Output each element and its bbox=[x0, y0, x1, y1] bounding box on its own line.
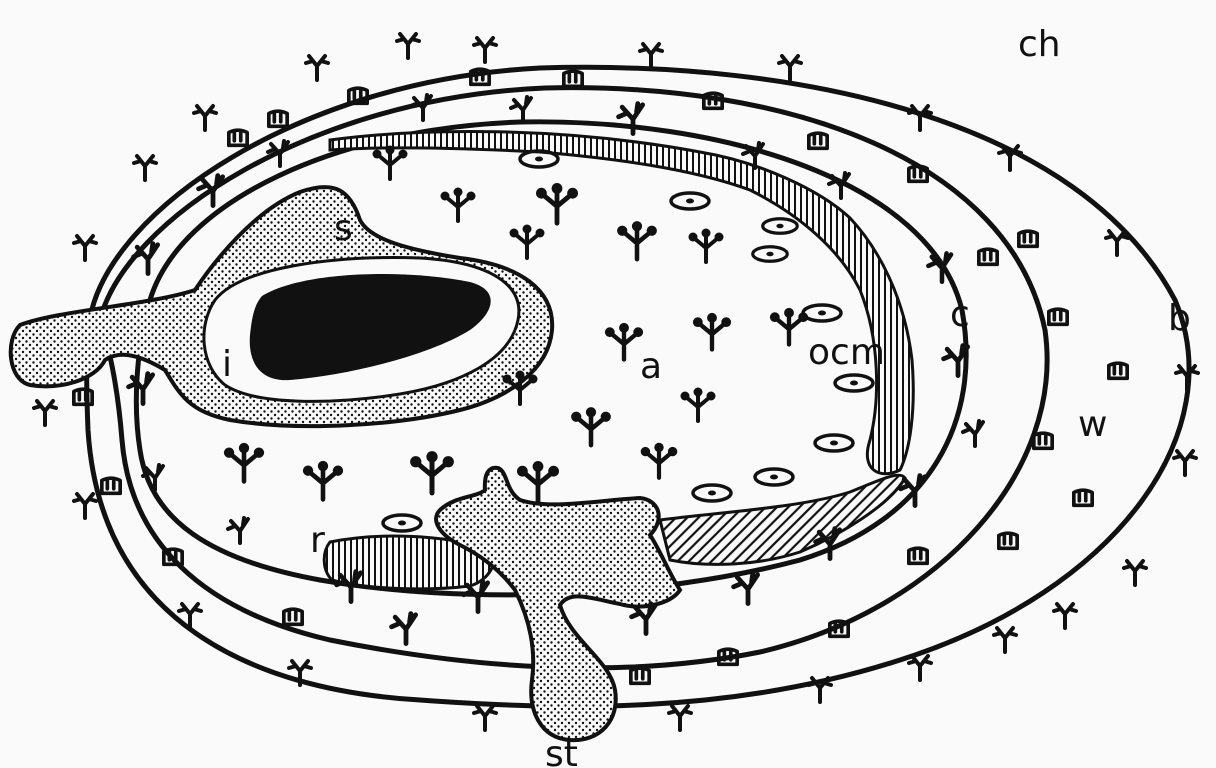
label-w: w bbox=[1078, 404, 1107, 445]
label-c: c bbox=[950, 294, 970, 335]
label-b: b bbox=[1168, 298, 1191, 339]
label-a: a bbox=[640, 346, 662, 387]
label-ocm: ocm bbox=[808, 332, 885, 373]
label-ch: ch bbox=[1018, 24, 1061, 65]
label-s: s bbox=[334, 208, 353, 249]
label-st: st bbox=[545, 734, 578, 768]
label-r: r bbox=[310, 520, 325, 561]
label-i: i bbox=[222, 344, 232, 385]
